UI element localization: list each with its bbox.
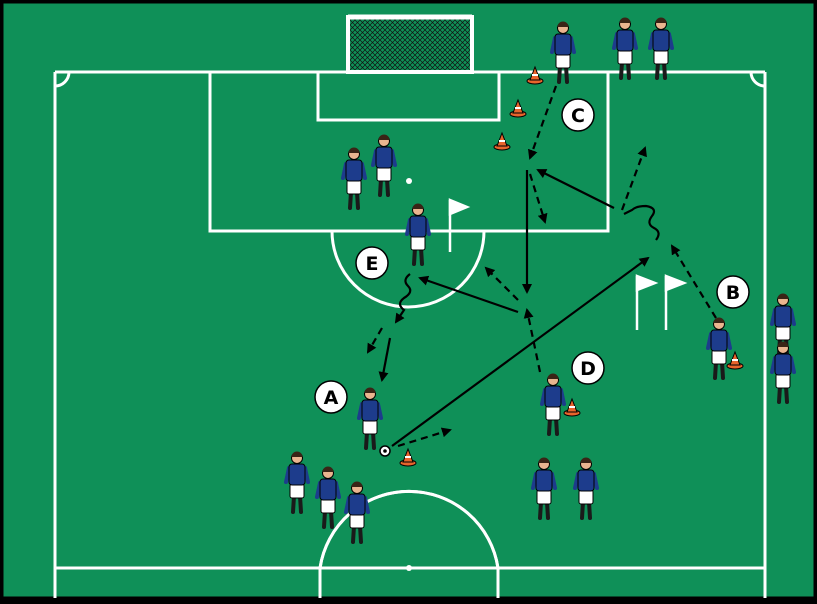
flag [448, 198, 471, 252]
label-c: C [561, 98, 595, 132]
cone [526, 65, 544, 85]
goal [346, 14, 474, 74]
pass-arrow [391, 256, 650, 447]
player [706, 317, 732, 380]
penalty-spot [406, 178, 412, 184]
dribble-arrow [623, 204, 660, 241]
player [550, 21, 576, 84]
pass-arrow [418, 275, 519, 314]
player [648, 17, 674, 80]
dribble-arrow [394, 273, 412, 324]
player [315, 466, 341, 529]
player [405, 203, 431, 266]
label-b-text: B [726, 282, 740, 304]
penalty-arc [330, 230, 486, 309]
player [341, 147, 367, 210]
cone [509, 98, 527, 118]
player [612, 17, 638, 80]
run-arrow [523, 308, 542, 373]
player [770, 293, 796, 356]
ball [379, 445, 391, 457]
label-d: D [571, 351, 605, 385]
label-b: B [716, 275, 750, 309]
player [371, 134, 397, 197]
label-e: E [355, 246, 389, 280]
run-arrow [484, 266, 519, 301]
player [531, 457, 557, 520]
run-arrow [397, 427, 452, 448]
player [344, 481, 370, 544]
corner-arc-right [749, 71, 766, 88]
cone [563, 397, 581, 417]
centre-spot [406, 565, 412, 571]
run-arrow [528, 173, 548, 224]
run-arrow [670, 244, 717, 319]
label-d-text: D [580, 358, 596, 380]
cone [399, 447, 417, 467]
player [357, 387, 383, 450]
pass-arrow [378, 337, 392, 382]
label-a: A [314, 380, 348, 414]
flag [664, 274, 688, 330]
run-arrow [366, 327, 383, 354]
corner-arc-left [54, 71, 71, 88]
run-arrow [528, 85, 558, 160]
pass-arrow [536, 169, 615, 209]
label-a-text: A [324, 387, 339, 409]
player [573, 457, 599, 520]
cone [726, 350, 744, 370]
flag [635, 274, 659, 330]
player [284, 451, 310, 514]
label-e-text: E [366, 253, 379, 275]
player [540, 373, 566, 436]
label-c-text: C [571, 105, 585, 127]
centre-circle-top [318, 489, 500, 569]
cone [493, 131, 511, 151]
player [770, 341, 796, 404]
